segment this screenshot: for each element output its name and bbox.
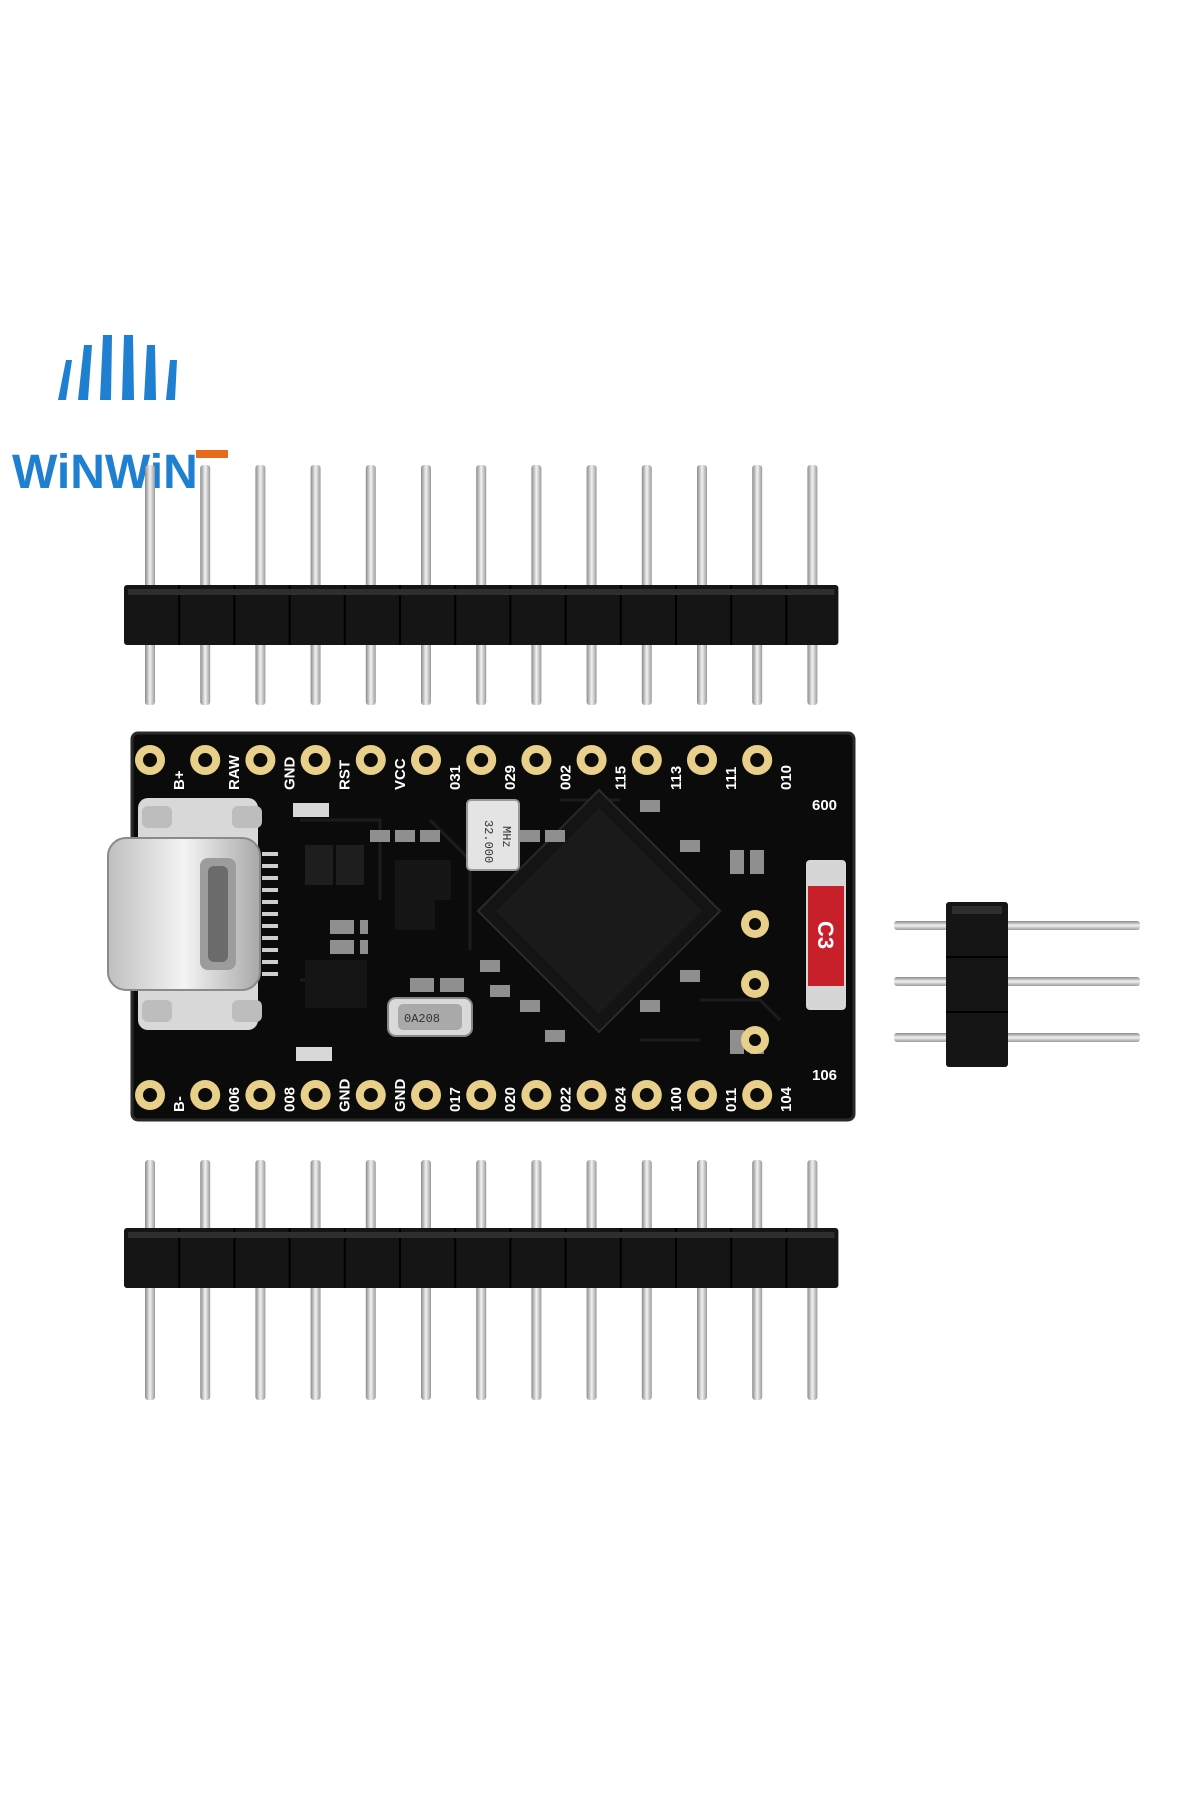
pin-header-top bbox=[124, 465, 839, 705]
top-pin-label: 115 bbox=[613, 766, 630, 790]
bottom-pin-label: 011 bbox=[723, 1088, 740, 1112]
side-label-upper: 600 bbox=[812, 797, 837, 814]
bottom-pin-label: B- bbox=[171, 1096, 188, 1112]
top-pin-label: VCC bbox=[392, 758, 409, 790]
bottom-pin-label: 024 bbox=[613, 1086, 630, 1112]
top-pin-label: 010 bbox=[778, 765, 795, 790]
smd-components bbox=[293, 800, 764, 1061]
led-badge-label: C3 bbox=[813, 921, 838, 949]
brand-name: WiNWiN bbox=[12, 446, 198, 499]
side-label-lower: 106 bbox=[812, 1067, 837, 1084]
bottom-pin-label: 008 bbox=[281, 1087, 298, 1112]
crystal-freq-label: 32.000 bbox=[481, 820, 495, 863]
header-plastic-body bbox=[124, 1228, 839, 1288]
top-pin-label: RAW bbox=[226, 754, 243, 790]
top-pin-label: RST bbox=[337, 760, 354, 790]
top-pin-label: 031 bbox=[447, 765, 464, 790]
small-crystal-label: 0A208 bbox=[404, 1012, 440, 1026]
top-pin-label: 113 bbox=[668, 766, 685, 790]
header-plastic-body bbox=[124, 585, 839, 645]
brand-logo: WiNWiN bbox=[12, 335, 228, 499]
top-pin-label: 002 bbox=[557, 765, 574, 790]
mcu-chip bbox=[476, 788, 722, 1034]
bottom-pin-label: 022 bbox=[557, 1087, 574, 1112]
brand-accent-mark bbox=[196, 450, 228, 458]
pro-micro-board: 32.000 MHz 0A208 C3 600 106 B+ RAW GND RST V… bbox=[107, 731, 856, 1122]
crystal-32mhz: 32.000 MHz bbox=[466, 799, 520, 871]
status-led bbox=[293, 803, 329, 817]
bottom-pin-label: 104 bbox=[778, 1086, 795, 1112]
top-pad-row: B+ RAW GND RST VCC 031 029 002 115 113 111 010 bbox=[135, 745, 795, 790]
power-led bbox=[296, 1047, 332, 1061]
crystal-small: 0A208 bbox=[387, 997, 473, 1037]
bottom-pad-row: B- 006 008 GND GND 017 020 022 024 100 011 104 bbox=[135, 1079, 795, 1113]
pin-header-bottom bbox=[124, 1160, 839, 1400]
top-pin-label: GND bbox=[281, 757, 298, 791]
bottom-pin-label: 006 bbox=[226, 1087, 243, 1112]
pin-header-right-angle bbox=[894, 902, 1140, 1067]
top-pin-label: B+ bbox=[171, 770, 188, 790]
side-pads bbox=[741, 910, 769, 1054]
crystal-unit-label: MHz bbox=[499, 826, 513, 848]
bottom-pin-label: 017 bbox=[447, 1087, 464, 1112]
top-pin-label: 029 bbox=[502, 765, 519, 790]
bottom-pin-label: 020 bbox=[502, 1087, 519, 1112]
top-pin-label: 111 bbox=[723, 767, 740, 790]
logo-stripes-icon bbox=[58, 335, 177, 400]
bottom-pin-label: GND bbox=[392, 1079, 409, 1113]
bottom-pin-label: GND bbox=[337, 1079, 354, 1113]
bottom-pin-label: 100 bbox=[668, 1087, 685, 1112]
usb-c-connector bbox=[107, 798, 278, 1030]
red-led-badge: C3 bbox=[806, 860, 846, 1010]
